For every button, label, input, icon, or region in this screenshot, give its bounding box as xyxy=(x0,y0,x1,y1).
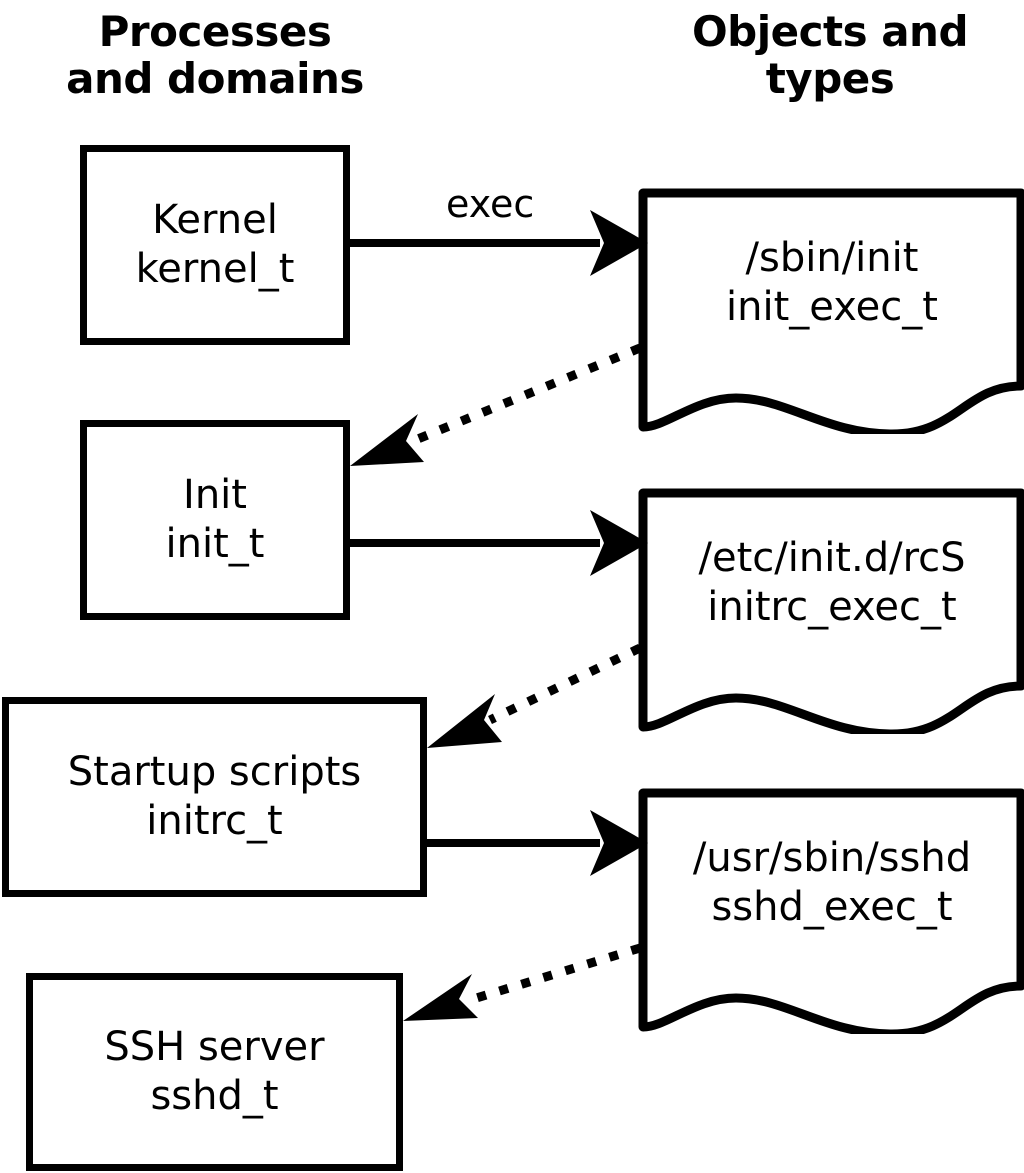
process-box-initrc[interactable]: Startup scripts initrc_t xyxy=(2,697,427,897)
object-doc-initrc-exec[interactable]: /etc/init.d/rcS initrc_exec_t xyxy=(636,486,1024,734)
process-box-sshd-type: sshd_t xyxy=(150,1073,279,1119)
process-box-kernel[interactable]: Kernel kernel_t xyxy=(80,145,350,345)
process-box-kernel-name: Kernel xyxy=(152,197,278,244)
process-box-init-name: Init xyxy=(183,472,247,519)
process-box-initrc-type: initrc_t xyxy=(146,798,283,844)
edge-init-exec-initrc xyxy=(350,510,648,576)
edge-label-exec: exec xyxy=(446,182,535,226)
process-box-sshd-name: SSH server xyxy=(104,1024,325,1071)
process-box-kernel-type: kernel_t xyxy=(135,246,295,292)
edge-init-exec-to-init xyxy=(350,343,642,466)
edge-initrc-exec-to-initrc xyxy=(427,643,642,748)
process-box-init[interactable]: Init init_t xyxy=(80,420,350,620)
object-doc-init-exec[interactable]: /sbin/init init_exec_t xyxy=(636,186,1024,434)
edge-initrc-exec-sshd xyxy=(427,810,648,876)
process-box-init-type: init_t xyxy=(165,521,265,567)
process-box-initrc-name: Startup scripts xyxy=(67,749,362,796)
column-header-objects: Objects and types xyxy=(691,7,969,104)
column-header-processes: Processes and domains xyxy=(66,7,364,104)
object-doc-sshd-exec[interactable]: /usr/sbin/sshd sshd_exec_t xyxy=(636,786,1024,1034)
process-box-sshd[interactable]: SSH server sshd_t xyxy=(26,973,403,1171)
edge-sshd-exec-to-sshd xyxy=(403,943,642,1021)
